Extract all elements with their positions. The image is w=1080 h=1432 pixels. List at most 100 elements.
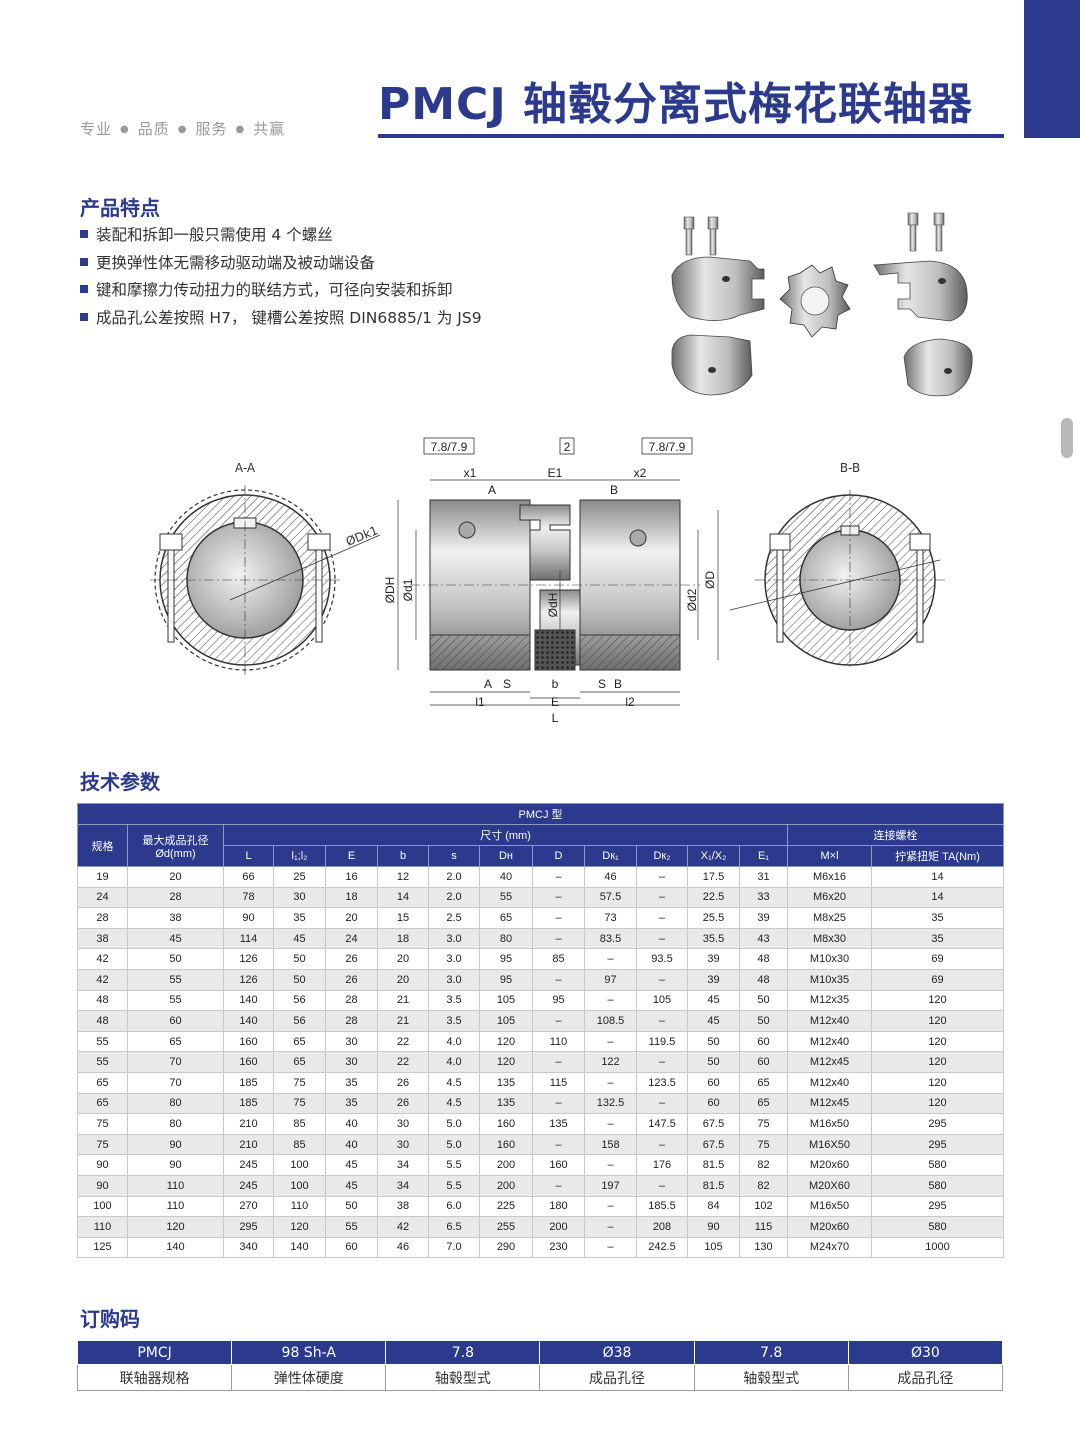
table-cell: 66	[223, 866, 274, 888]
table-cell: 115	[532, 1071, 585, 1094]
table-cell: 46	[584, 866, 637, 888]
table-cell: –	[584, 1195, 637, 1218]
feature-item: 装配和拆卸一般只需使用 4 个螺丝	[80, 224, 482, 252]
table-cell: M12x45	[787, 1051, 872, 1073]
table-cell: 120	[871, 989, 1004, 1012]
table-cell: 126	[223, 948, 274, 970]
table-cell: 160	[479, 1133, 533, 1156]
table-cell: 75	[739, 1113, 788, 1135]
table-cell: 197	[584, 1174, 637, 1197]
table-cell: 2.0	[428, 886, 480, 909]
feature-item: 键和摩擦力传动扭力的联结方式，可径向安装和拆卸	[80, 279, 482, 307]
table-cell: 126	[223, 968, 274, 991]
table-cell: M16X50	[787, 1133, 872, 1156]
table-cell: –	[532, 1092, 585, 1115]
table-cell: 580	[871, 1154, 1004, 1176]
table-cell: 45	[325, 1154, 378, 1176]
table-cell: M8x30	[787, 927, 872, 950]
table-cell: 35	[871, 927, 1004, 950]
table-cell: –	[532, 866, 585, 888]
table-cell: 40	[325, 1113, 378, 1135]
table-cell: 70	[127, 1051, 224, 1073]
feature-text: 键和摩擦力传动扭力的联结方式，可径向安装和拆卸	[96, 281, 453, 299]
table-cell: M12x45	[787, 1092, 872, 1115]
table-cell: 17.5	[687, 866, 740, 888]
table-cell: 2.5	[428, 907, 480, 929]
table-cell: 14	[377, 886, 429, 909]
table-cell: 75	[273, 1092, 326, 1115]
scrollbar-thumb[interactable]	[1061, 418, 1073, 458]
dim-x2: x2	[634, 466, 647, 480]
spec-table-title: PMCJ 型	[77, 803, 1004, 825]
table-cell: 90	[127, 1154, 224, 1176]
table-cell: 65	[739, 1092, 788, 1115]
table-cell: M8x25	[787, 907, 872, 929]
table-cell: 5.5	[428, 1154, 480, 1176]
table-cell: 81.5	[687, 1154, 740, 1176]
table-cell: 158	[584, 1133, 637, 1156]
table-cell: 30	[325, 1030, 378, 1053]
table-cell: 6.5	[428, 1216, 480, 1238]
side-view	[397, 437, 719, 706]
table-cell: 120	[871, 1010, 1004, 1032]
table-cell: 50	[273, 948, 326, 970]
table-cell: 35	[273, 907, 326, 929]
table-cell: 160	[223, 1030, 274, 1053]
table-cell: 48	[739, 948, 788, 970]
table-cell: 122	[584, 1051, 637, 1073]
table-cell: 5.5	[428, 1174, 480, 1197]
dim-d: ØD	[703, 571, 717, 589]
table-cell: 19	[77, 866, 128, 888]
table-cell: –	[636, 907, 688, 929]
table-cell: 83.5	[584, 927, 637, 950]
table-cell: –	[584, 989, 637, 1012]
table-cell: –	[636, 1092, 688, 1115]
table-cell: 20	[127, 866, 224, 888]
hub-right-upper	[873, 260, 968, 322]
dim-e1: E1	[548, 466, 563, 480]
table-cell: 22.5	[687, 886, 740, 909]
table-cell: 75	[739, 1133, 788, 1156]
table-cell: 35	[325, 1071, 378, 1094]
group-bolt: 连接螺栓	[787, 824, 1004, 846]
table-cell: 67.5	[687, 1113, 740, 1135]
table-cell: 135	[479, 1071, 533, 1094]
table-cell: 22	[377, 1051, 429, 1073]
table-cell: 4.5	[428, 1071, 480, 1094]
table-cell: 225	[479, 1195, 533, 1218]
table-cell: –	[532, 968, 585, 991]
label-dk1: ØDk1	[344, 523, 380, 548]
table-cell: 4.0	[428, 1051, 480, 1073]
table-cell: 45	[273, 927, 326, 950]
table-cell: M24x70	[787, 1236, 872, 1259]
table-cell: 160	[532, 1154, 585, 1176]
table-cell: 38	[77, 927, 128, 950]
order-label-row: 联轴器规格弹性体硬度轴毂型式成品孔径轴毂型式成品孔径	[76, 1364, 1004, 1391]
table-cell: –	[636, 866, 688, 888]
table-cell: 105	[479, 1010, 533, 1032]
table-cell: 120	[127, 1216, 224, 1238]
section-mark-a-bottom: A	[484, 677, 492, 691]
table-cell: 35	[325, 1092, 378, 1115]
features-heading: 产品特点	[80, 196, 160, 220]
table-cell: 31	[739, 866, 788, 888]
dim-dh-small: ØdH	[546, 593, 560, 618]
box-mid-label: 2	[564, 440, 571, 454]
table-cell: 3.5	[428, 1010, 480, 1032]
table-cell: 65	[739, 1071, 788, 1094]
table-cell: 16	[325, 866, 378, 888]
dim-l1: l1	[475, 695, 485, 709]
table-cell: 34	[377, 1154, 429, 1176]
dim-s-left: S	[503, 677, 511, 691]
table-cell: 43	[739, 927, 788, 950]
table-cell: –	[636, 1010, 688, 1032]
section-aa	[150, 485, 381, 675]
table-cell: M12x35	[787, 989, 872, 1012]
table-cell: 21	[377, 989, 429, 1012]
table-cell: 45	[687, 989, 740, 1012]
